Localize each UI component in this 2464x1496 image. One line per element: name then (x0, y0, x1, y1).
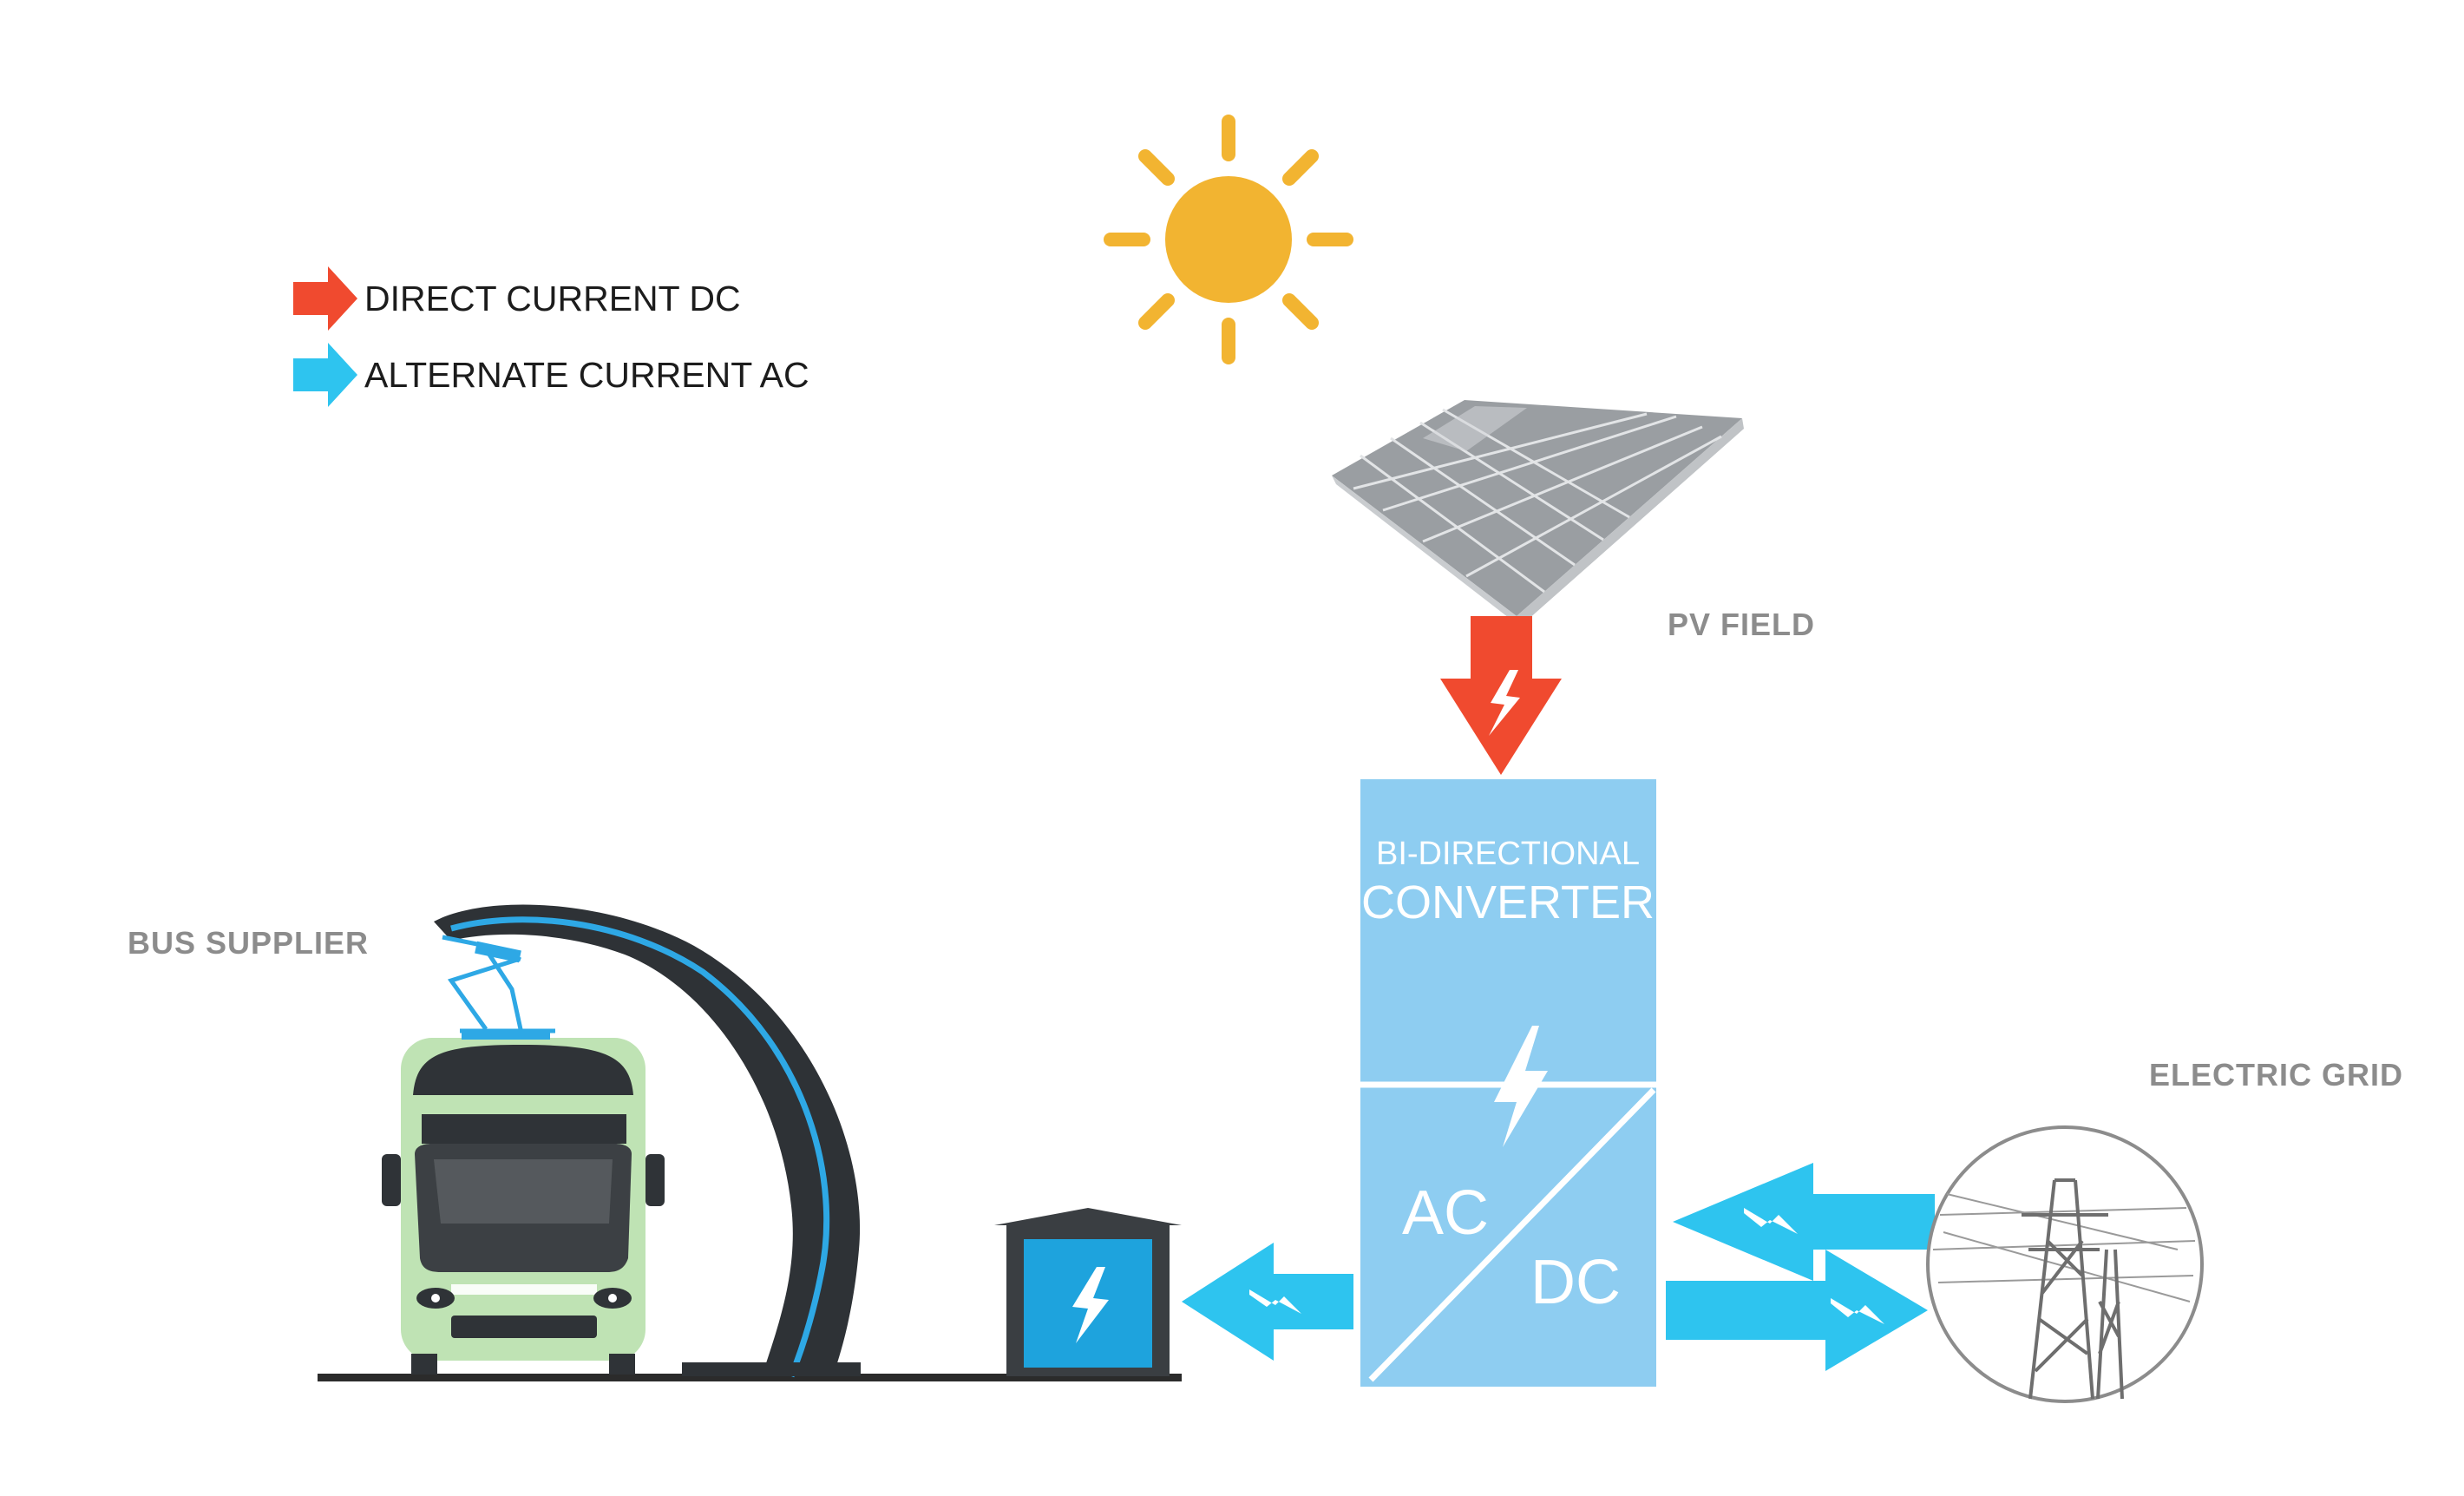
legend-dc-label: DIRECT CURRENT DC (364, 279, 741, 318)
legend: DIRECT CURRENT DC ALTERNATE CURRENT AC (293, 266, 809, 407)
lightning-bolt-icon (1072, 1267, 1109, 1343)
electric-bus-icon (382, 1029, 665, 1375)
ground-line (318, 1374, 1182, 1381)
converter-title-line1: BI-DIRECTIONAL (1376, 836, 1640, 872)
ac-grid-to-converter-arrow-icon (1673, 1163, 1935, 1281)
dc-legend-arrow-icon (293, 266, 357, 331)
converter-ac-label: AC (1402, 1178, 1489, 1248)
lightning-bolt-icon (1249, 1289, 1301, 1314)
power-pylon-icon (1926, 1125, 2204, 1403)
charging-cabinet-icon (994, 1208, 1182, 1376)
converter-title-line2: CONVERTER (1361, 876, 1655, 928)
pv-field-label: PV FIELD (1668, 607, 1815, 642)
lightning-bolt-icon (1489, 670, 1520, 736)
bi-directional-converter: BI-DIRECTIONAL CONVERTER AC DC (1360, 779, 1656, 1387)
legend-ac-label: ALTERNATE CURRENT AC (364, 355, 809, 395)
ac-converter-to-grid-arrow-icon (1666, 1250, 1928, 1371)
electric-grid-label: ELECTRIC GRID (2149, 1057, 2403, 1092)
lightning-bolt-icon (1744, 1208, 1798, 1234)
converter-dc-label: DC (1530, 1248, 1621, 1317)
sun-icon (1104, 115, 1353, 364)
dc-down-arrow-icon (1440, 616, 1562, 775)
ac-left-arrow-icon (1182, 1243, 1353, 1361)
lightning-bolt-icon (1494, 1026, 1548, 1147)
solar-panel-icon (1332, 400, 1744, 627)
ac-legend-arrow-icon (293, 343, 357, 407)
bus-supplier-label: BUS SUPPLIER (128, 925, 369, 961)
lightning-bolt-icon (1831, 1298, 1884, 1324)
